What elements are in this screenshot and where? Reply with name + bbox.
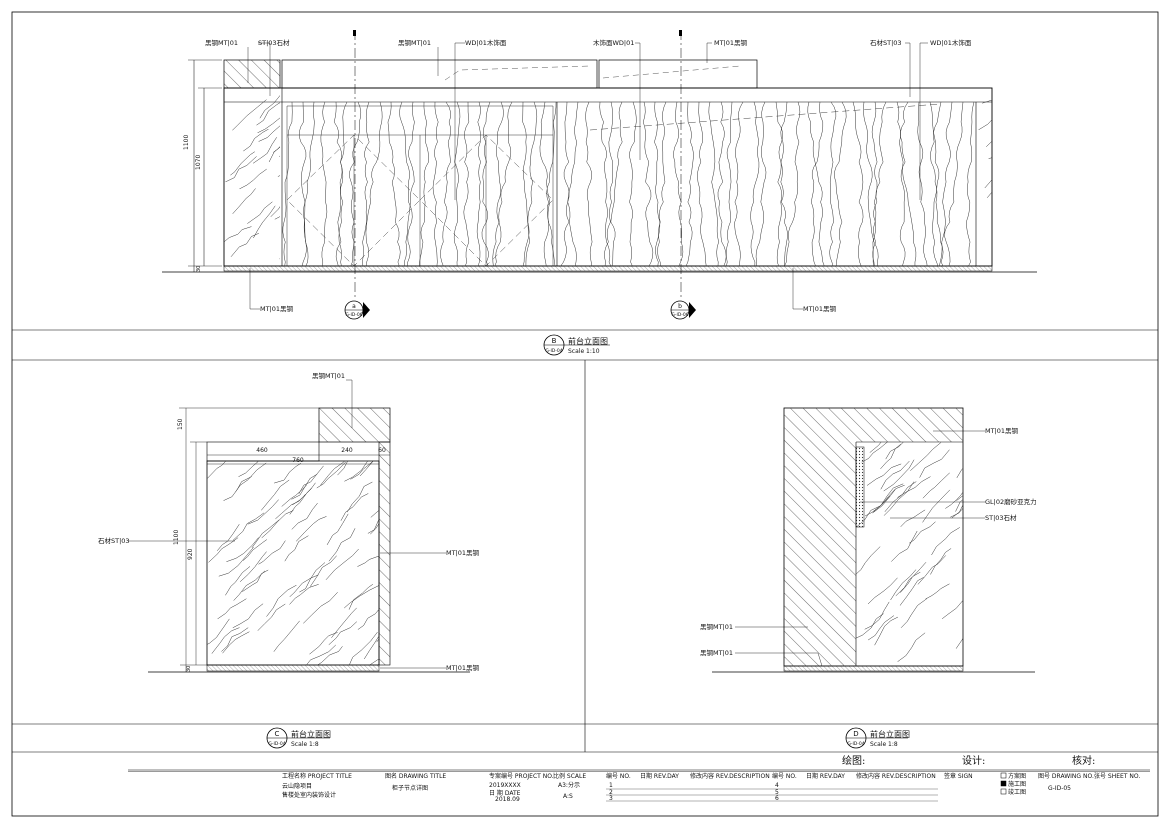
sign-check: 核对: [1072, 754, 1095, 767]
svg-text:MT|01黑钢: MT|01黑钢 [446, 664, 480, 672]
svg-text:竣工图: 竣工图 [1008, 788, 1026, 796]
elevation-c: 150 460 240 60 760 1100 920 30 黑钢MT|01 石… [98, 372, 480, 749]
svg-text:G-ID-06: G-ID-06 [345, 312, 362, 318]
elevation-b: 1100 1070 30 黑钢MT|01 ST|03石材 黑钢MT|01 WD|… [162, 30, 1037, 356]
svg-text:日 期 DATE: 日 期 DATE [489, 789, 521, 797]
svg-text:920: 920 [187, 548, 194, 560]
title-block: 工程名称 PROJECT TITLE 云山隐项目 售楼处室内装饰设计 图名 DR… [128, 769, 1150, 803]
svg-text:图号 DRAWING NO.: 图号 DRAWING NO. [1038, 773, 1094, 780]
view-title-c: C G-ID-04 前台立面图 Scale 1:8 [266, 727, 331, 749]
section-marker-b[interactable]: b G-ID-06 [670, 300, 696, 320]
dim-1100: 1100 [183, 135, 190, 150]
svg-text:1100: 1100 [173, 530, 180, 545]
svg-text:前台立面图: 前台立面图 [568, 336, 608, 346]
svg-text:黑钢MT|01: 黑钢MT|01 [700, 623, 733, 631]
callout-8: WD|01木饰面 [930, 38, 972, 47]
svg-text:G-ID-05: G-ID-05 [1048, 785, 1071, 792]
svg-text:4: 4 [775, 782, 779, 789]
svg-text:图名 DRAWING TITLE: 图名 DRAWING TITLE [385, 772, 446, 780]
dim-30: 30 [196, 266, 202, 272]
svg-text:G-ID-06: G-ID-06 [671, 312, 688, 318]
svg-text:Scale 1:10: Scale 1:10 [568, 348, 600, 355]
svg-text:2018.09: 2018.09 [495, 796, 520, 803]
svg-text:3: 3 [609, 795, 613, 802]
checkbox-construction[interactable] [1000, 780, 1007, 787]
svg-text:编号 NO.: 编号 NO. [606, 772, 631, 780]
view-title-b: B G-ID-04 前台立面图 Scale 1:10 [543, 334, 610, 356]
svg-text:A3:分示: A3:分示 [558, 781, 580, 789]
svg-text:工程名称 PROJECT TITLE: 工程名称 PROJECT TITLE [282, 772, 352, 780]
dim-1070: 1070 [195, 155, 202, 170]
svg-text:2019XXXX: 2019XXXX [489, 782, 521, 789]
callout-9: MT|01黑钢 [260, 305, 294, 313]
svg-text:760: 760 [292, 457, 304, 464]
svg-text:150: 150 [177, 418, 184, 430]
svg-text:修改内容 REV.DESCRIPTION: 修改内容 REV.DESCRIPTION [690, 772, 770, 780]
svg-text:240: 240 [341, 447, 353, 454]
svg-text:石材ST|03: 石材ST|03 [98, 536, 130, 545]
view-title-d: D G-ID-04 前台立面图 Scale 1:8 [845, 727, 910, 749]
section-marker-a[interactable]: a G-ID-06 [344, 300, 370, 320]
svg-text:60: 60 [378, 447, 386, 454]
svg-text:张号 SHEET NO.: 张号 SHEET NO. [1094, 772, 1140, 780]
sign-draw: 绘图: [842, 754, 865, 767]
callout-5: 木饰面WD|01 [593, 38, 634, 47]
callout-2: ST|03石材 [258, 38, 290, 47]
svg-text:柜子节点详图: 柜子节点详图 [392, 784, 428, 792]
svg-text:ST|03石材: ST|03石材 [985, 513, 1017, 522]
svg-text:比例 SCALE: 比例 SCALE [553, 772, 586, 780]
svg-text:30: 30 [186, 666, 192, 672]
svg-text:GL|02磨砂亚克力: GL|02磨砂亚克力 [985, 497, 1037, 506]
svg-text:黑钢MT|01: 黑钢MT|01 [312, 372, 345, 380]
callout-4: WD|01木饰面 [465, 38, 507, 47]
svg-text:售楼处室内装饰设计: 售楼处室内装饰设计 [282, 791, 336, 799]
svg-text:前台立面图: 前台立面图 [870, 729, 910, 739]
checkbox-scheme[interactable] [1000, 772, 1007, 779]
svg-text:6: 6 [775, 795, 779, 802]
callout-7: 石材ST|03 [870, 38, 902, 47]
svg-text:A:S: A:S [563, 793, 573, 800]
svg-text:云山隐项目: 云山隐项目 [282, 782, 312, 790]
svg-text:MT|01黑钢: MT|01黑钢 [446, 549, 480, 557]
svg-text:签章 SIGN: 签章 SIGN [944, 772, 973, 780]
svg-text:黑钢MT|01: 黑钢MT|01 [700, 649, 733, 657]
svg-text:MT|01黑钢: MT|01黑钢 [985, 427, 1019, 435]
svg-text:前台立面图: 前台立面图 [291, 729, 331, 739]
checkbox-completion[interactable] [1000, 788, 1007, 795]
svg-text:G-ID-04: G-ID-04 [268, 741, 285, 747]
svg-text:Scale 1:8: Scale 1:8 [870, 741, 898, 748]
svg-text:D: D [853, 730, 858, 738]
sheet-border [11, 11, 1159, 817]
sign-design: 设计: [962, 754, 985, 767]
svg-text:460: 460 [256, 447, 268, 454]
callout-3: 黑钢MT|01 [398, 39, 431, 47]
svg-text:G-ID-04: G-ID-04 [847, 741, 864, 747]
svg-text:B: B [552, 337, 557, 345]
svg-text:b: b [678, 303, 682, 310]
svg-text:a: a [352, 303, 356, 310]
svg-text:日期 REV.DAY: 日期 REV.DAY [640, 772, 679, 780]
svg-text:编号 NO.: 编号 NO. [772, 772, 797, 780]
elevation-d: MT|01黑钢 GL|02磨砂亚克力 ST|03石材 黑钢MT|01 黑钢MT|… [700, 407, 1037, 749]
callout-6: MT|01黑钢 [714, 39, 748, 47]
svg-text:1: 1 [609, 782, 613, 789]
callout-10: MT|01黑钢 [803, 305, 837, 313]
svg-text:修改内容 REV.DESCRIPTION: 修改内容 REV.DESCRIPTION [856, 772, 936, 780]
svg-text:C: C [275, 730, 280, 738]
svg-text:施工图: 施工图 [1008, 780, 1026, 788]
svg-text:日期 REV.DAY: 日期 REV.DAY [806, 772, 845, 780]
svg-text:2: 2 [609, 789, 613, 796]
svg-text:G-ID-04: G-ID-04 [545, 348, 562, 354]
svg-text:方案图: 方案图 [1008, 772, 1026, 780]
callout-1: 黑钢MT|01 [205, 39, 238, 47]
svg-text:5: 5 [775, 789, 779, 796]
svg-text:Scale 1:8: Scale 1:8 [291, 741, 319, 748]
svg-text:专案编号 PROJECT NO.: 专案编号 PROJECT NO. [489, 772, 554, 780]
